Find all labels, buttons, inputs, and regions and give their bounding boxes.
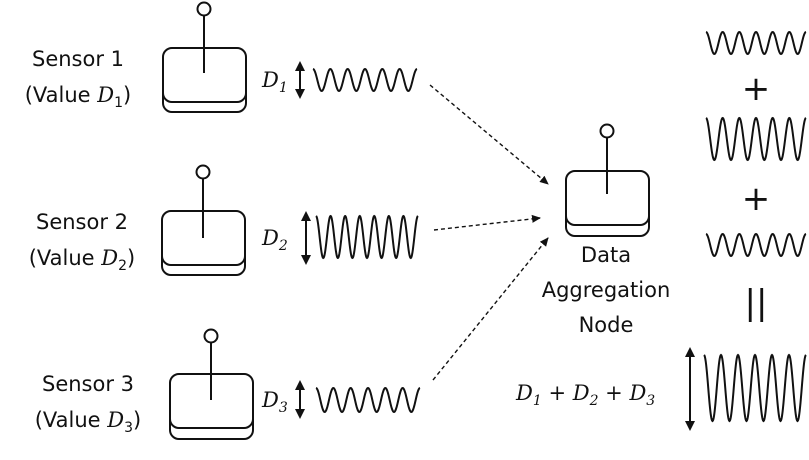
aggregation-node-label-line1: Data (581, 243, 631, 267)
sensor-3-title: Sensor 3 (42, 372, 134, 396)
aggregation-node: Data Aggregation Node (542, 123, 671, 337)
aggregation-node-label-line3: Node (579, 313, 634, 337)
sensor-3-signal-label: D3 (261, 388, 288, 416)
sensor-1-signal-label: D1 (261, 68, 288, 96)
sum-term-1-waveform (705, 30, 807, 56)
sensor-3-value-label: (Value D3) (35, 408, 142, 436)
arrow-sensor-1-to-node (429, 84, 549, 185)
sensor-3-waveform (315, 386, 421, 414)
sensor-2-signal-label: D2 (261, 226, 288, 254)
equals-sign: || (745, 283, 768, 323)
sensor-2-waveform (315, 214, 419, 260)
sum-term-3-waveform (705, 232, 807, 258)
sensor-1-waveform (312, 67, 418, 93)
sensor-2-device-icon (161, 164, 246, 276)
arrow-sensor-3-to-node (432, 237, 549, 381)
result-waveform (703, 353, 807, 423)
result-formula: D1 + D2 + D3 (515, 381, 655, 409)
sensor-1: Sensor 1 (Value D1) D1 (25, 1, 418, 113)
sum-term-2-waveform (705, 116, 807, 162)
sensor-3: Sensor 3 (Value D3) D3 (35, 328, 421, 440)
plus-sign-1: + (742, 69, 771, 109)
aggregation-node-device-icon (565, 123, 650, 237)
sensor-2-title: Sensor 2 (36, 210, 128, 234)
sensor-1-device-icon (162, 1, 247, 113)
arrow-sensor-2-to-node (433, 214, 541, 231)
sensor-2: Sensor 2 (Value D2) D2 (29, 164, 419, 276)
sensor-2-value-label: (Value D2) (29, 246, 136, 274)
sensor-1-title: Sensor 1 (32, 47, 124, 71)
sensor-3-device-icon (169, 328, 254, 440)
plus-sign-2: + (742, 179, 771, 219)
sensor-1-value-label: (Value D1) (25, 83, 132, 111)
aggregation-node-label-line2: Aggregation (542, 278, 671, 302)
